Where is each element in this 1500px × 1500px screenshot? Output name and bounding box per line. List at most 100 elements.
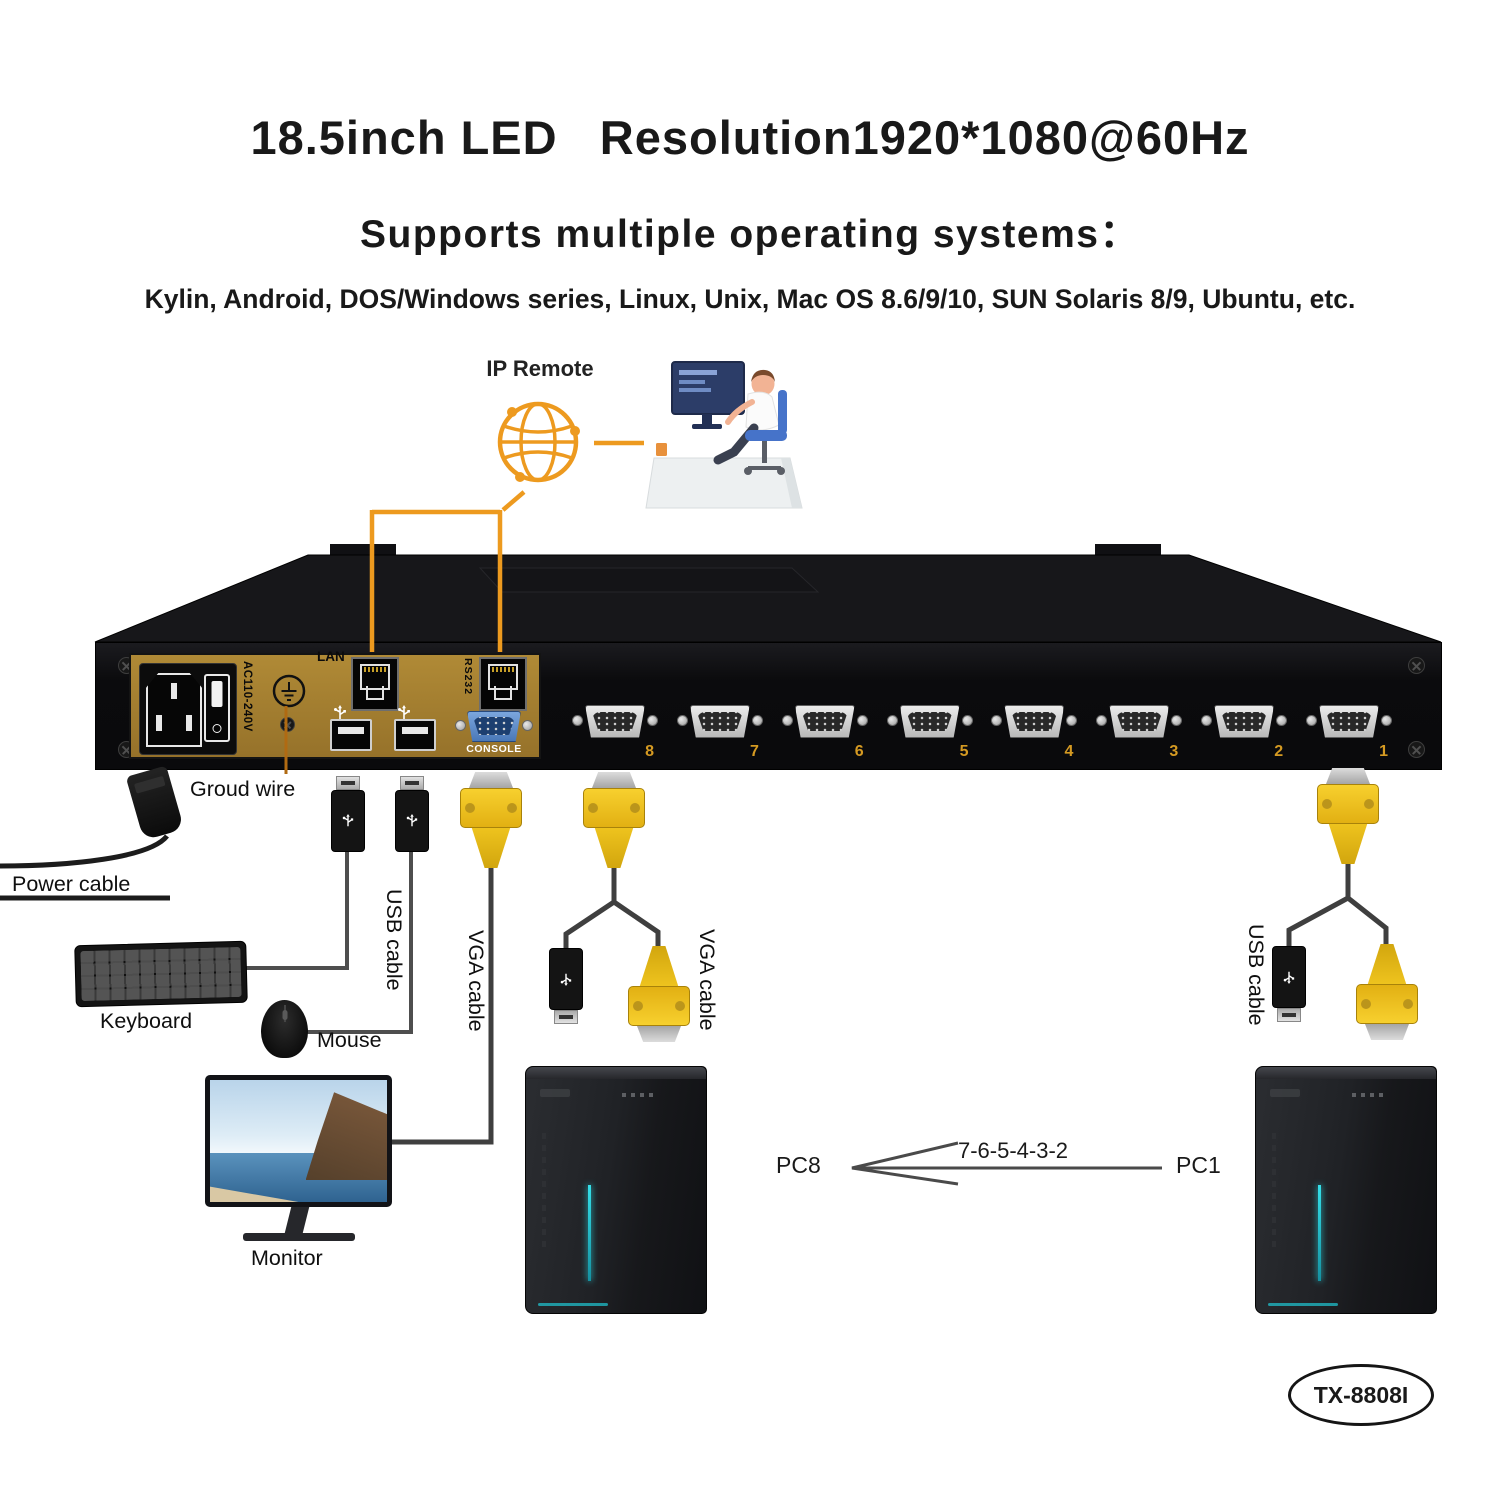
ip-remote-label: IP Remote [486, 356, 594, 381]
power-cable-label: Power cable [12, 872, 131, 896]
vga-port-8[interactable]: 8 [572, 703, 658, 760]
port-screw [1096, 715, 1108, 726]
vga-port-body [794, 705, 855, 738]
mouse [261, 1000, 308, 1058]
panel-screw [1408, 741, 1425, 758]
lan-port-label: LAN [317, 649, 345, 664]
usb-cable-label-right: USB cable [1244, 924, 1268, 1026]
kvm-device-front-panel: AC110-240V LAN RS232 [95, 642, 1442, 770]
port-screw [991, 715, 1003, 726]
pc1-cable-lines [1286, 860, 1389, 949]
usb-icon [406, 814, 418, 827]
rs232-port-label: RS232 [462, 658, 474, 696]
model-badge: TX-8808I [1288, 1364, 1434, 1426]
ground-screw [280, 717, 295, 732]
power-inlet-block [139, 663, 237, 755]
rs232-port[interactable] [479, 657, 527, 711]
usb-icon [1283, 971, 1295, 984]
monitor-screen [210, 1080, 387, 1202]
vga-port-3[interactable]: 3 [1096, 703, 1183, 760]
vga-port-body [1214, 705, 1275, 738]
usb-connector-pc8 [548, 948, 584, 1024]
mouse-label: Mouse [317, 1028, 382, 1052]
vga-port-body [1318, 705, 1379, 738]
port-screw [1066, 715, 1078, 726]
power-inlet-socket [146, 673, 202, 747]
vga-cable-label-mid: VGA cable [695, 929, 719, 1031]
vga-port-number: 1 [1379, 743, 1388, 760]
port-screw [781, 715, 793, 726]
lan-port[interactable] [351, 657, 399, 711]
usb-icon [398, 705, 410, 719]
port-screw [961, 715, 973, 726]
usb-icon [560, 973, 572, 986]
usb-port-1[interactable] [330, 719, 372, 751]
pc-tower-pc1 [1255, 1066, 1437, 1314]
vga-port-body [585, 705, 645, 738]
vga-connector-port8 [582, 772, 646, 868]
keyboard [74, 940, 248, 1008]
vga-port-body [1004, 705, 1065, 738]
port-screw [1380, 715, 1392, 726]
page-title: 18.5inch LED Resolution1920*1080@60Hz [250, 111, 1250, 164]
port-screw [1201, 715, 1213, 726]
usb-port-2[interactable] [394, 719, 436, 751]
vga-connector-pc8 [627, 946, 691, 1042]
vga-port-6[interactable]: 6 [781, 703, 868, 760]
usb-cable-label-left: USB cable [382, 889, 406, 991]
port-sequence-label: 7-6-5-4-3-2 [958, 1138, 1069, 1163]
power-switch[interactable] [204, 674, 230, 742]
vga-connector-port1 [1316, 768, 1380, 864]
os-support-list: Kylin, Android, DOS/Windows series, Linu… [144, 284, 1356, 314]
vga-port-1[interactable]: 1 [1305, 703, 1392, 760]
port-screw [751, 715, 763, 726]
port-screw [886, 715, 898, 726]
port-screw [572, 715, 583, 726]
monitor-stand [284, 1207, 310, 1233]
kvm-device-top [94, 544, 1442, 643]
pc8-cable-lines [563, 862, 661, 952]
pc-tower-pc8 [525, 1066, 707, 1314]
vga-port-7[interactable]: 7 [676, 703, 763, 760]
console-vga-port[interactable] [455, 709, 533, 743]
vga-port-body [1109, 705, 1170, 738]
console-io-panel: AC110-240V LAN RS232 [129, 649, 541, 759]
usb-connector-keyboard [330, 776, 366, 852]
vga-port-number: 6 [854, 743, 864, 760]
keyboard-cable-line [246, 850, 349, 970]
port-screw [1276, 715, 1288, 726]
port-screw [856, 715, 868, 726]
keyboard-label: Keyboard [100, 1009, 193, 1033]
vga-connector-pc1 [1355, 944, 1419, 1040]
usb-icon [342, 814, 354, 827]
usb-connector-pc1 [1271, 946, 1307, 1022]
globe-network-icon [497, 401, 580, 483]
monitor-label: Monitor [251, 1246, 323, 1270]
vga-port-2[interactable]: 2 [1201, 703, 1288, 760]
port-screw [1171, 715, 1183, 726]
monitor-base [243, 1233, 355, 1241]
ac-voltage-label: AC110-240V [241, 661, 253, 732]
console-port-label: CONSOLE [466, 743, 522, 755]
vga-port-number: 4 [1064, 743, 1074, 760]
vga-cable-label-left: VGA cable [464, 930, 488, 1032]
remote-operator-illustration [645, 361, 803, 509]
vga-port-4[interactable]: 4 [991, 703, 1078, 760]
port-screw [676, 715, 688, 726]
port-screw [1305, 715, 1317, 726]
monitor [205, 1075, 392, 1207]
power-plug-connector [125, 765, 185, 841]
ground-wire-label: Groud wire [190, 777, 296, 801]
usb-connector-mouse [394, 776, 430, 852]
vga-port-number: 3 [1169, 743, 1179, 760]
port-screw [647, 715, 658, 726]
vga-port-number: 5 [959, 743, 969, 760]
pc1-label: PC1 [1176, 1152, 1221, 1178]
vga-port-body [899, 705, 960, 738]
subtitle: Supports multiple operating systems： [360, 213, 1140, 256]
vga-port-5[interactable]: 5 [886, 703, 973, 760]
panel-screw [1408, 657, 1425, 674]
vga-port-number: 8 [645, 743, 654, 760]
vga-port-number: 7 [749, 743, 759, 760]
